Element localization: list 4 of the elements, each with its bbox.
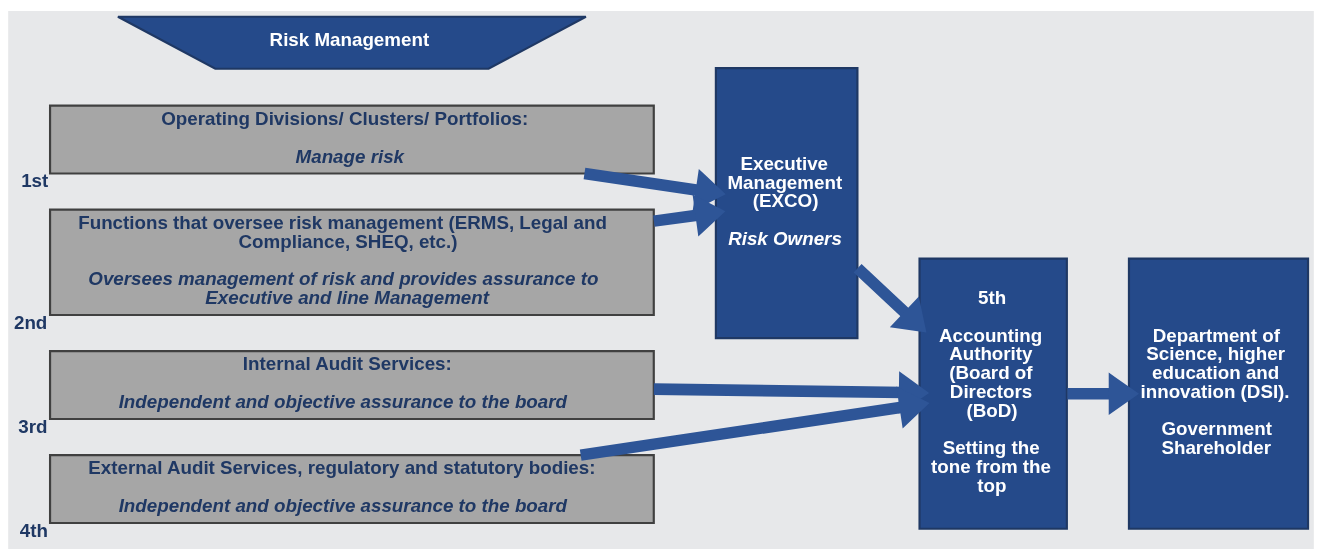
node-label: 3rd — [18, 415, 48, 437]
node-label: 2nd — [13, 311, 48, 333]
node-label: 4th — [19, 519, 48, 541]
node-label: 1st — [21, 170, 49, 192]
